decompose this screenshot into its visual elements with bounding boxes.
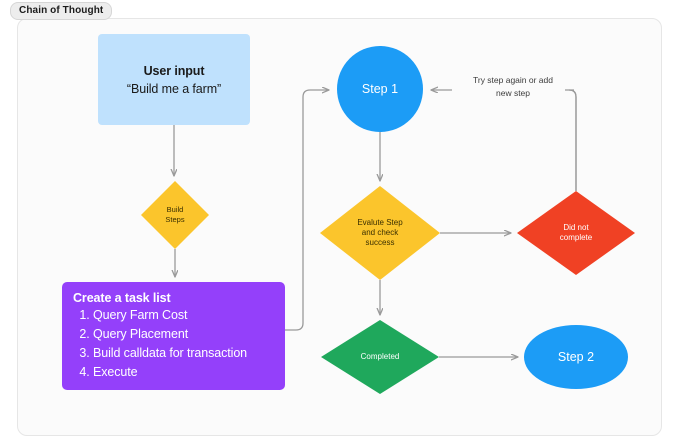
node-user-input[interactable]: User input “Build me a farm”	[98, 34, 250, 125]
node-user-input-title: User input	[143, 63, 205, 78]
chain-of-thought-badge[interactable]: Chain of Thought	[10, 2, 113, 20]
diamond-shape-failed	[517, 191, 635, 275]
diamond-shape-build-steps	[141, 181, 209, 249]
node-user-input-subtitle: “Build me a farm”	[126, 81, 222, 96]
list-item: Build calldata for transaction	[93, 344, 285, 363]
edge-label-retry-line2: new step	[495, 87, 531, 98]
list-item: Query Placement	[93, 325, 285, 344]
node-step-1[interactable]: Step 1	[337, 46, 423, 132]
list-item: Execute	[93, 363, 285, 382]
node-step-1-label: Step 1	[361, 82, 399, 96]
diamond-shape-completed	[321, 320, 439, 394]
node-completed[interactable]: Completed	[321, 320, 439, 394]
node-did-not-complete[interactable]: Did not complete	[517, 191, 635, 275]
node-step-2[interactable]: Step 2	[524, 325, 628, 389]
node-evaluate-step[interactable]: Evalute Step and check success	[320, 186, 440, 280]
node-build-steps[interactable]: Build Steps	[141, 181, 209, 249]
node-task-list-title: Create a task list	[73, 291, 171, 305]
diamond-shape-evaluate	[320, 186, 440, 280]
edge-label-retry-line1: Try step again or add	[472, 75, 553, 85]
edge-label-retry: Try step again or add new step	[452, 74, 574, 100]
list-item: Query Farm Cost	[93, 306, 285, 325]
node-step-2-label: Step 2	[557, 350, 595, 364]
node-task-list[interactable]: Create a task list Query Farm Cost Query…	[62, 282, 285, 390]
task-list-items: Query Farm Cost Query Placement Build ca…	[73, 306, 285, 383]
